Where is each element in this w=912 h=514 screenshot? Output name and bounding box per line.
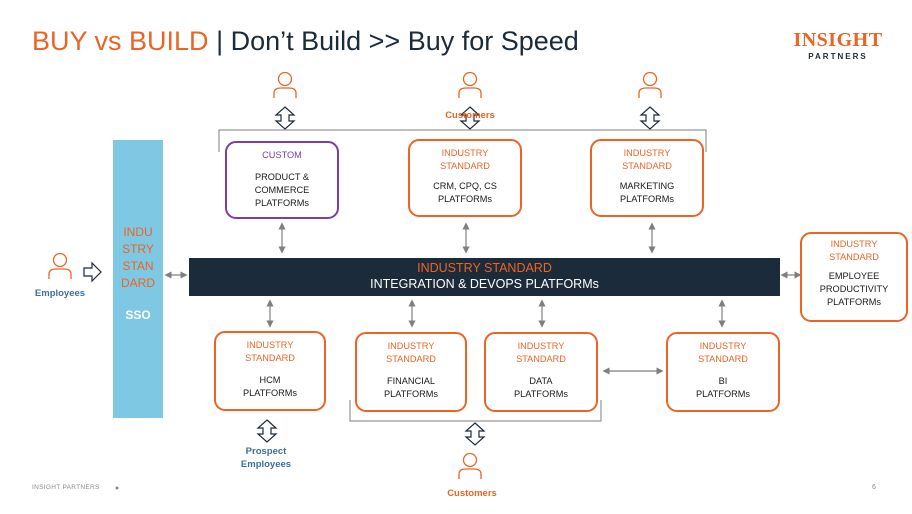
- customers-bottom-label: Customers: [447, 488, 497, 499]
- box-header1: INDUSTRY: [830, 239, 878, 249]
- employee-productivity-box: INDUSTRY STANDARD EMPLOYEE PRODUCTIVITY …: [800, 232, 908, 322]
- right-arrow-icon: [83, 261, 102, 283]
- data-platforms-box: INDUSTRY STANDARD DATA PLATFORMs: [484, 332, 598, 412]
- title-rest: | Don’t Build >> Buy for Speed: [208, 26, 579, 56]
- box-line1: HCM: [259, 375, 281, 385]
- box-header2: STANDARD: [516, 354, 566, 364]
- box-line1: EMPLOYEE: [828, 271, 880, 281]
- box-header1: INDUSTRY: [623, 148, 671, 158]
- integration-devops-bar: INDUSTRY STANDARD INTEGRATION & DEVOPS P…: [189, 258, 780, 296]
- box-line1: DATA: [529, 376, 553, 386]
- box-header1: INDUSTRY: [441, 148, 489, 158]
- logo-line2: PARTNERS: [808, 52, 868, 61]
- custom-product-commerce-box: CUSTOM PRODUCT & COMMERCE PLATFORMs: [225, 141, 339, 219]
- sso-line1: INDU: [123, 225, 153, 239]
- financial-platforms-box: INDUSTRY STANDARD FINANCIAL PLATFORMs: [355, 332, 467, 412]
- box-line2: COMMERCE: [254, 185, 310, 195]
- double-arrow-icon-3: [640, 106, 660, 130]
- footer-text: INSIGHT PARTNERS: [32, 484, 100, 491]
- double-arrow-icon-1: [275, 106, 295, 130]
- sso-industry-standard: INDU STRY STAN DARD: [113, 224, 163, 292]
- customers-top-label: Customers: [445, 110, 495, 121]
- title-highlight: BUY vs BUILD: [32, 26, 209, 56]
- box-line2: PLATFORMs: [620, 194, 674, 204]
- sso-label: SSO: [125, 308, 151, 322]
- box-line1: BI: [718, 376, 728, 386]
- box-line2: PRODUCTIVITY: [819, 284, 889, 294]
- box-header2: STANDARD: [698, 354, 748, 364]
- double-arrow-icon-bottom: [465, 422, 485, 446]
- box-header2: STANDARD: [245, 353, 295, 363]
- top-bracket: [218, 129, 707, 152]
- box-line2: PLATFORMs: [696, 389, 750, 399]
- box-line2: PLATFORMs: [514, 389, 568, 399]
- customer-person-icon-1: [273, 71, 297, 99]
- box-header1: INDUSTRY: [246, 340, 294, 350]
- hcm-platforms-box: INDUSTRY STANDARD HCM PLATFORMs: [214, 331, 326, 411]
- bar-line1: INDUSTRY STANDARD: [417, 261, 552, 275]
- sso-line3: STAN: [122, 259, 154, 273]
- box-line2: PLATFORMs: [243, 388, 297, 398]
- sso-column: INDU STRY STAN DARD SSO: [113, 140, 163, 418]
- customer-person-icon-bottom: [458, 452, 482, 480]
- logo-line1: INSIGHT: [793, 29, 883, 51]
- box-line3: PLATFORMs: [255, 198, 309, 208]
- box-header2: STANDARD: [622, 161, 672, 171]
- box-line2: PLATFORMs: [438, 194, 492, 204]
- box-header1: INDUSTRY: [699, 341, 747, 351]
- page-number: 6: [872, 484, 876, 491]
- box-header2: STANDARD: [829, 252, 879, 262]
- insight-partners-logo: INSIGHT PARTNERS: [792, 30, 884, 61]
- sso-line4: DARD: [120, 276, 155, 290]
- crm-platforms-box: INDUSTRY STANDARD CRM, CPQ, CS PLATFORMs: [408, 139, 522, 217]
- box-line1: CRM, CPQ, CS: [433, 181, 497, 191]
- bottom-bracket: [349, 400, 602, 422]
- box-header1: INDUSTRY: [517, 341, 565, 351]
- employee-person-icon: [48, 252, 72, 280]
- prospect-line2: Employees: [240, 459, 292, 470]
- employees-label: Employees: [34, 288, 86, 299]
- box-line3: PLATFORMs: [827, 297, 881, 307]
- box-line1: MARKETING: [619, 181, 675, 191]
- prospect-line1: Prospect: [245, 446, 287, 457]
- customer-person-icon-2: [458, 71, 482, 99]
- bar-line2: INTEGRATION & DEVOPS PLATFORMs: [370, 277, 599, 291]
- sso-line2: STRY: [122, 242, 154, 256]
- box-line1: FINANCIAL: [387, 376, 435, 386]
- box-header2: STANDARD: [440, 161, 490, 171]
- box-header2: STANDARD: [386, 354, 436, 364]
- marketing-platforms-box: INDUSTRY STANDARD MARKETING PLATFORMs: [590, 139, 704, 217]
- customer-person-icon-3: [638, 71, 662, 99]
- box-line2: PLATFORMs: [384, 389, 438, 399]
- bi-platforms-box: INDUSTRY STANDARD BI PLATFORMs: [666, 332, 780, 412]
- box-header1: INDUSTRY: [387, 341, 435, 351]
- box-header: CUSTOM: [262, 150, 302, 160]
- prospect-employees-label: Prospect Employees: [226, 445, 306, 471]
- double-arrow-icon-prospect: [257, 419, 277, 443]
- box-line1: PRODUCT &: [255, 172, 309, 182]
- page-title: BUY vs BUILD | Don’t Build >> Buy for Sp…: [32, 26, 579, 57]
